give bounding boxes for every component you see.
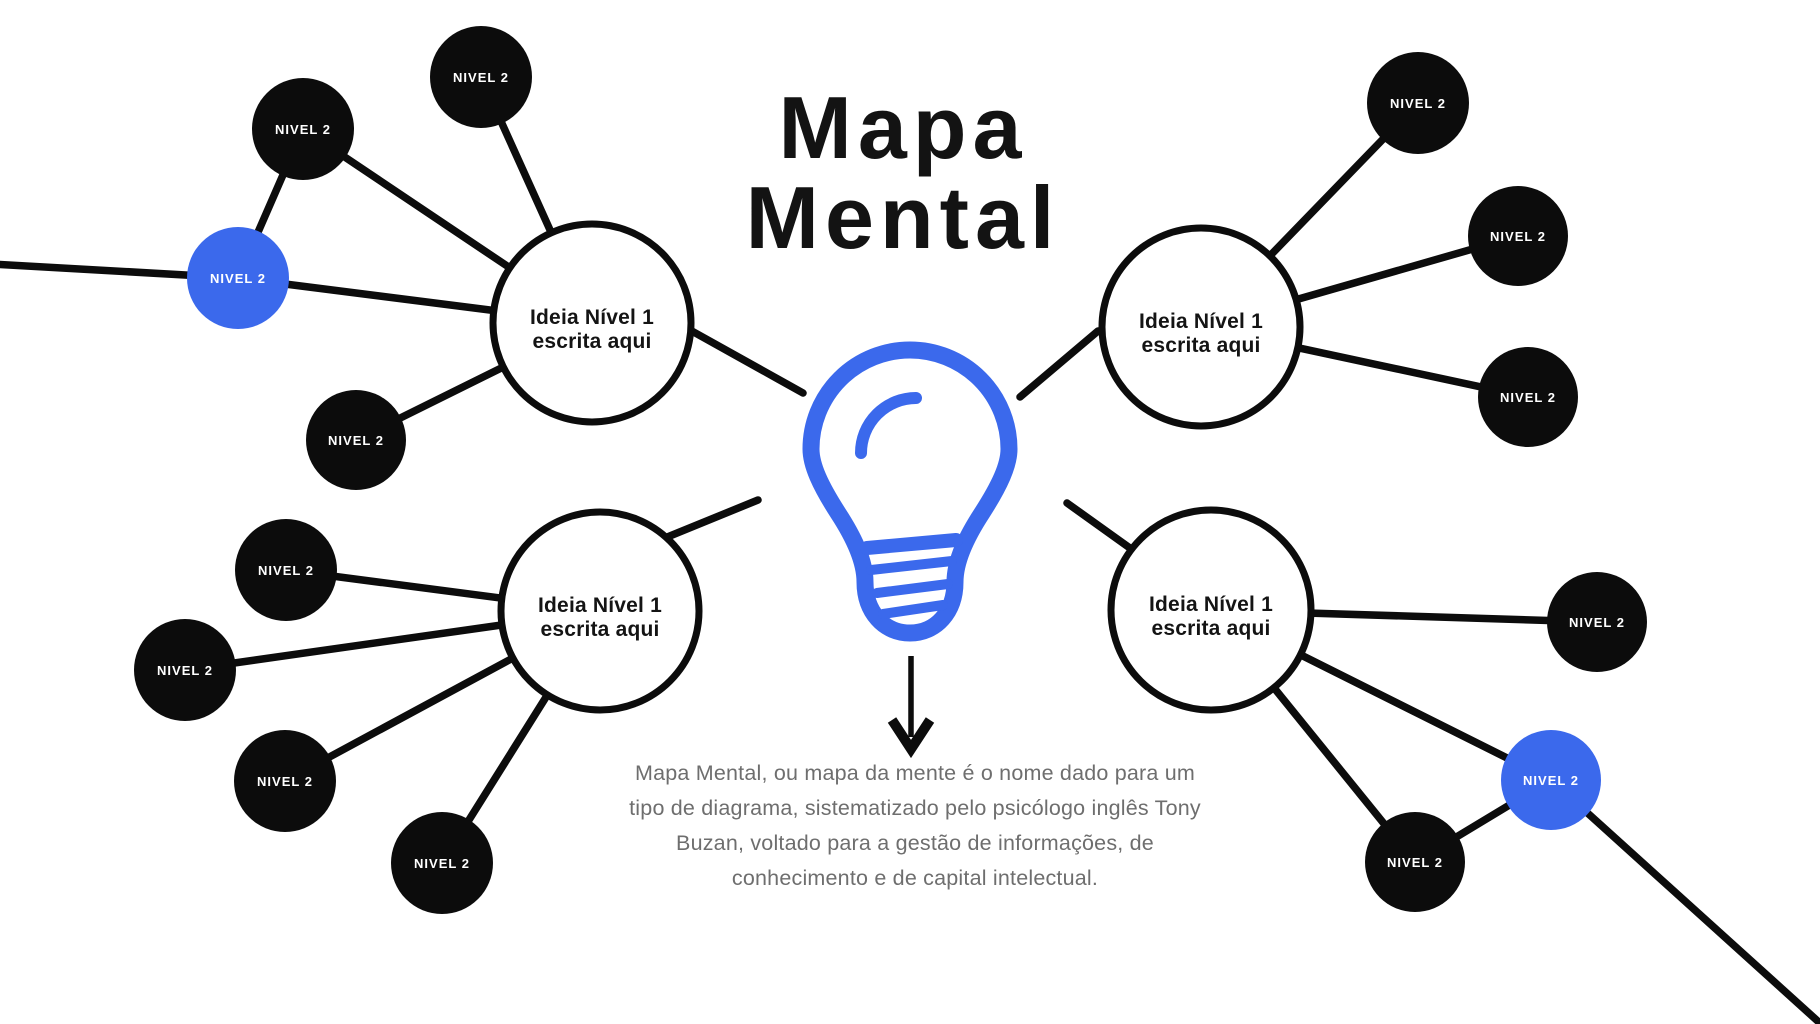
child-label: NIVEL 2: [414, 856, 470, 871]
hub-label-line-1: Ideia Nível 1: [538, 594, 662, 617]
description-line: tipo de diagrama, sistematizado pelo psi…: [629, 796, 1201, 820]
child-label: NIVEL 2: [210, 271, 266, 286]
child-label: NIVEL 2: [1390, 96, 1446, 111]
hub-bottom-right-circle[interactable]: [1107, 506, 1315, 714]
page-title: Mapa Mental: [746, 83, 1061, 263]
lightbulb-base-bar: [866, 556, 957, 575]
hub-top-left-circle[interactable]: [489, 220, 695, 426]
hub-label-line-2: escrita aqui: [540, 618, 659, 641]
child-tl-1-circle[interactable]: [430, 26, 532, 128]
child-tr-1[interactable]: NIVEL 2: [1367, 52, 1469, 154]
edge-line: [686, 326, 807, 397]
child-br-1[interactable]: NIVEL 2: [1547, 572, 1647, 672]
child-label: NIVEL 2: [328, 433, 384, 448]
child-bl-4[interactable]: NIVEL 2: [391, 812, 493, 914]
arrow-down-icon: [887, 656, 935, 759]
hub-label-line-1: Ideia Nível 1: [1149, 593, 1273, 616]
lightbulb-base-bar: [860, 533, 963, 555]
edge-line: [1547, 776, 1820, 1024]
lightbulb-base-bar: [878, 600, 948, 619]
hub-label-line-1: Ideia Nível 1: [530, 306, 654, 329]
child-br-3-circle[interactable]: [1365, 812, 1465, 912]
child-label: NIVEL 2: [258, 563, 314, 578]
child-tr-3-circle[interactable]: [1478, 347, 1578, 447]
child-label: NIVEL 2: [1569, 615, 1625, 630]
description-text: Mapa Mental, ou mapa da mente é o nome d…: [629, 756, 1201, 896]
child-tl-2[interactable]: NIVEL 2: [252, 78, 354, 180]
child-tl-4[interactable]: NIVEL 2: [306, 390, 406, 490]
child-tl-2-circle[interactable]: [252, 78, 354, 180]
hub-label-line-2: escrita aqui: [532, 330, 651, 353]
child-bl-3[interactable]: NIVEL 2: [234, 730, 336, 832]
child-tl-4-circle[interactable]: [306, 390, 406, 490]
lightbulb-outline: [802, 341, 1018, 642]
child-br-3[interactable]: NIVEL 2: [1365, 812, 1465, 912]
edge-line: [1016, 327, 1102, 401]
description-line: conhecimento e de capital intelectual.: [731, 866, 1099, 890]
lightbulb-icon[interactable]: [802, 341, 1018, 642]
hub-top-right-circle[interactable]: [1098, 224, 1304, 430]
child-label: NIVEL 2: [1490, 229, 1546, 244]
child-tl-3-circle[interactable]: [187, 227, 289, 329]
child-tr-3[interactable]: NIVEL 2: [1478, 347, 1578, 447]
edge-line: [656, 496, 762, 544]
child-tr-1-circle[interactable]: [1367, 52, 1469, 154]
hub-bottom-left-circle[interactable]: [497, 508, 703, 714]
child-label: NIVEL 2: [257, 774, 313, 789]
hub-label-line-1: Ideia Nível 1: [1139, 310, 1263, 333]
child-label: NIVEL 2: [1523, 773, 1579, 788]
description-line: Mapa Mental, ou mapa da mente é o nome d…: [635, 761, 1195, 785]
child-label: NIVEL 2: [1387, 855, 1443, 870]
lightbulb-base-bar: [872, 579, 953, 598]
child-tr-2[interactable]: NIVEL 2: [1468, 186, 1568, 286]
title-line-2: Mental: [745, 168, 1061, 267]
child-label: NIVEL 2: [157, 663, 213, 678]
child-bl-3-circle[interactable]: [234, 730, 336, 832]
description-line: Buzan, voltado para a gestão de informaç…: [676, 831, 1154, 855]
hub-label-line-2: escrita aqui: [1151, 617, 1270, 640]
child-tl-3[interactable]: NIVEL 2: [187, 227, 289, 329]
hub-label-line-2: escrita aqui: [1141, 334, 1260, 357]
child-br-2[interactable]: NIVEL 2: [1501, 730, 1601, 830]
title-line-1: Mapa: [778, 78, 1028, 177]
child-label: NIVEL 2: [275, 122, 331, 137]
child-tl-1[interactable]: NIVEL 2: [430, 26, 532, 128]
child-tr-2-circle[interactable]: [1468, 186, 1568, 286]
child-br-2-circle[interactable]: [1501, 730, 1601, 830]
child-bl-2[interactable]: NIVEL 2: [134, 619, 236, 721]
arrow-head: [887, 717, 935, 759]
child-bl-2-circle[interactable]: [134, 619, 236, 721]
lightbulb-highlight: [855, 392, 922, 459]
child-bl-1[interactable]: NIVEL 2: [235, 519, 337, 621]
child-bl-4-circle[interactable]: [391, 812, 493, 914]
child-label: NIVEL 2: [453, 70, 509, 85]
child-bl-1-circle[interactable]: [235, 519, 337, 621]
child-label: NIVEL 2: [1500, 390, 1556, 405]
child-br-1-circle[interactable]: [1547, 572, 1647, 672]
